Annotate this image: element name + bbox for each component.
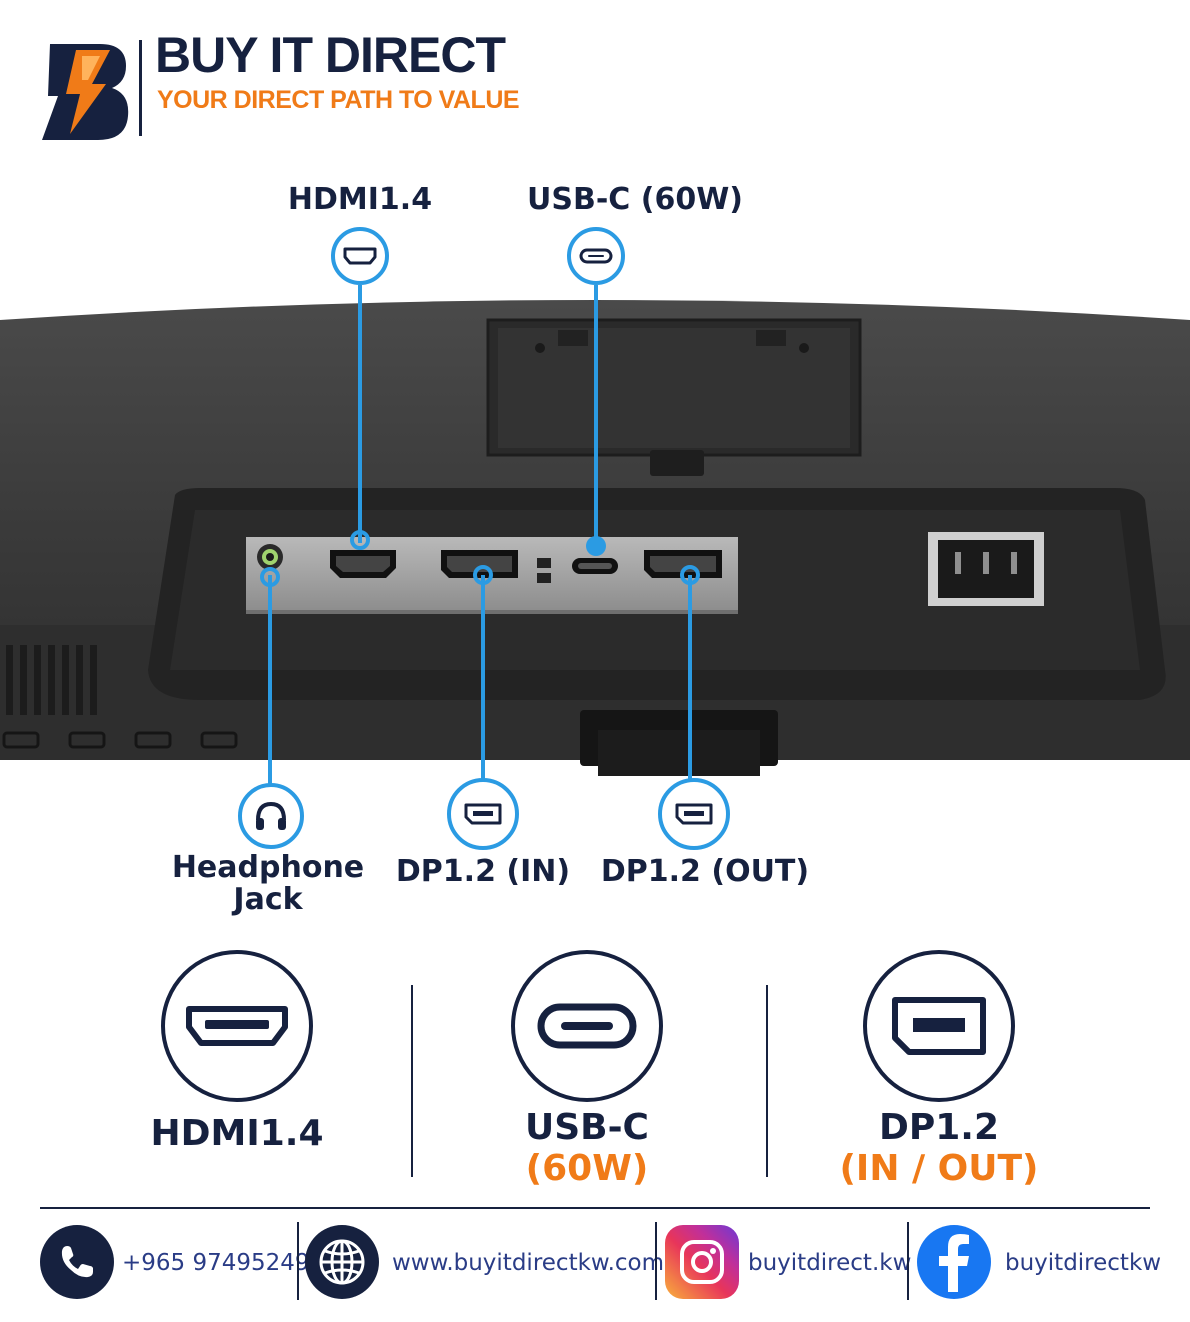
callout-line-usbc — [594, 285, 598, 543]
feature-hdmi-circle — [161, 950, 313, 1102]
feature-dp-label: DP1.2 — [878, 1107, 1000, 1148]
displayport-icon — [675, 803, 713, 825]
feature-usbc-circle — [511, 950, 663, 1102]
displayport-icon — [892, 997, 986, 1055]
feature-dp-sub: (IN / OUT) — [839, 1148, 1039, 1189]
brand-logo — [40, 36, 132, 146]
footer-facebook[interactable]: buyitdirectkw — [1005, 1250, 1162, 1276]
callout-circle-dp-in — [447, 778, 519, 850]
brand-logo-mark — [42, 44, 129, 140]
feature-separator-1 — [411, 985, 413, 1177]
brand-name: BUY IT DIRECT — [155, 27, 506, 83]
feature-usbc-sub: (60W) — [525, 1148, 649, 1189]
callout-label-headphone: Headphone Jack — [168, 852, 368, 915]
footer-web-badge[interactable] — [305, 1225, 379, 1299]
callout-dot-dp-out — [680, 565, 700, 585]
hdmi-port-icon — [343, 247, 377, 265]
callout-label-headphone-line1: Headphone — [171, 850, 365, 885]
feature-hdmi-label: HDMI1.4 — [150, 1113, 324, 1154]
globe-icon — [319, 1239, 365, 1285]
callout-circle-headphone — [238, 783, 304, 849]
callout-circle-hdmi — [331, 227, 389, 285]
facebook-icon — [939, 1234, 969, 1292]
footer-phone[interactable]: +965 97495249 — [122, 1250, 310, 1276]
footer-separator-2 — [655, 1222, 657, 1300]
callout-dot-hdmi — [350, 530, 370, 550]
footer-website[interactable]: www.buyitdirectkw.com — [392, 1250, 665, 1276]
callout-circle-usbc — [567, 227, 625, 285]
headphone-icon — [256, 801, 286, 830]
hdmi-port-icon — [186, 1006, 288, 1046]
brand-tagline: YOUR DIRECT PATH TO VALUE — [157, 86, 520, 114]
footer-instagram-badge[interactable] — [665, 1225, 739, 1299]
callout-label-dp-out: DP1.2 (OUT) — [600, 854, 810, 889]
callout-line-dp-out — [688, 575, 692, 785]
callout-label-headphone-line2: Jack — [233, 881, 303, 917]
callout-label-dp-in: DP1.2 (IN) — [395, 854, 571, 889]
feature-usbc-label: USB-C — [525, 1107, 649, 1148]
footer-phone-badge[interactable] — [40, 1225, 114, 1299]
callout-dot-headphone — [260, 567, 280, 587]
footer-instagram[interactable]: buyitdirect.kw — [748, 1250, 912, 1276]
callout-dot-usbc — [586, 536, 606, 556]
callout-line-headphone — [268, 575, 272, 785]
footer-separator-1 — [297, 1222, 299, 1300]
brand-divider — [139, 40, 142, 136]
callout-line-hdmi — [358, 285, 362, 543]
callout-dot-dp-in — [473, 565, 493, 585]
feature-dp-circle — [863, 950, 1015, 1102]
monitor-rear-illustration — [0, 300, 1190, 776]
callout-circle-dp-out — [658, 778, 730, 850]
footer-facebook-badge[interactable] — [917, 1225, 991, 1299]
phone-icon — [61, 1246, 93, 1278]
monitor-rear-photo — [0, 290, 1190, 780]
usb-c-port-icon — [537, 1003, 637, 1049]
footer-separator-3 — [907, 1222, 909, 1300]
displayport-icon — [464, 803, 502, 825]
footer-divider — [40, 1207, 1150, 1209]
instagram-icon — [680, 1240, 724, 1284]
callout-label-hdmi: HDMI1.4 — [287, 182, 433, 217]
callout-label-usbc: USB-C (60W) — [526, 182, 743, 217]
callout-line-dp-in — [481, 575, 485, 785]
feature-separator-2 — [766, 985, 768, 1177]
usb-c-port-icon — [579, 248, 613, 264]
